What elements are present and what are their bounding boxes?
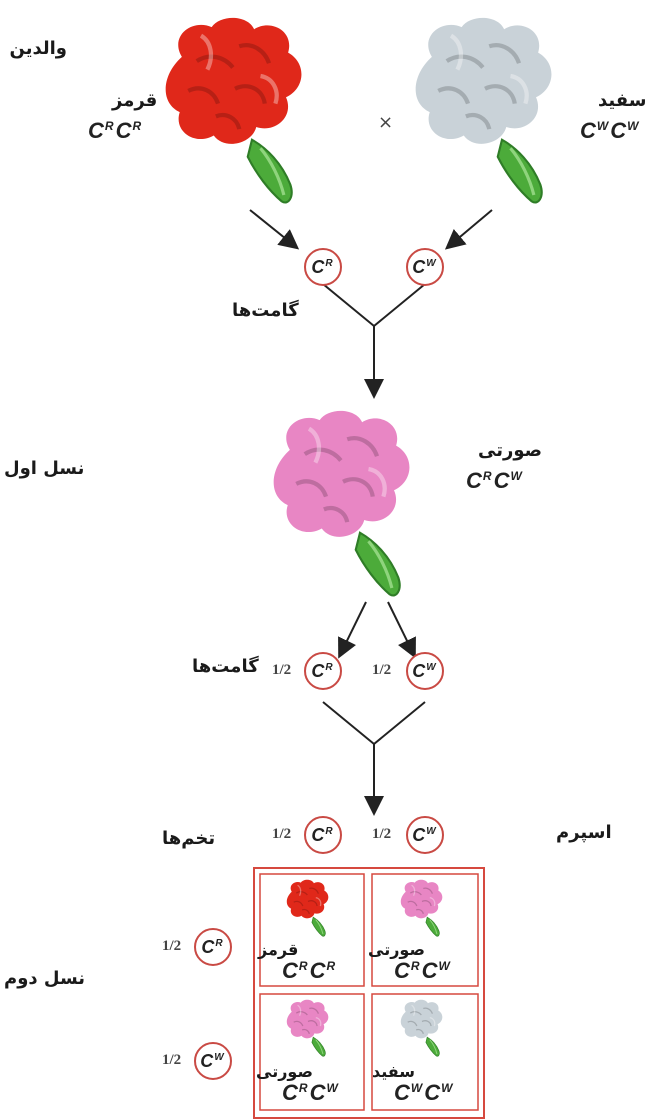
gamete-f1-cw: CW <box>406 652 444 690</box>
parents-label: والدین <box>10 38 67 59</box>
red-genotype: CRCR <box>88 118 143 144</box>
gamete-f1-cr: CR <box>304 652 342 690</box>
sperm-gamete-cw: CW <box>406 816 444 854</box>
cell-phenotype: صورتی <box>368 940 425 959</box>
cell-red-flower-icon <box>282 878 334 938</box>
egg-gamete-cr: CR <box>194 928 232 966</box>
cell-phenotype: قرمز <box>258 940 298 959</box>
cell-genotype: CRCR <box>282 958 337 984</box>
fraction-cw: 1/2 <box>372 662 391 679</box>
egg-fraction-r: 1/2 <box>162 938 181 955</box>
cell-genotype: CRCW <box>394 958 452 984</box>
red-flower-icon <box>150 10 320 210</box>
gamete-cw: CW <box>406 248 444 286</box>
sperm-label: اسپرم <box>556 822 612 843</box>
white-flower-icon <box>400 10 570 210</box>
sperm-gamete-cr: CR <box>304 816 342 854</box>
sperm-fraction-w: 1/2 <box>372 826 391 843</box>
gametes-label-2: گامت‌ها <box>192 656 259 677</box>
f1-phenotype: صورتی <box>478 440 542 461</box>
f1-genotype: CRCW <box>466 468 524 494</box>
pink-flower-icon <box>258 398 428 608</box>
fraction-cr: 1/2 <box>272 662 291 679</box>
cell-phenotype: سفید <box>372 1062 415 1081</box>
white-genotype: CWCW <box>580 118 640 144</box>
cross-symbol: × <box>378 112 393 133</box>
cell-genotype: CRCW <box>282 1080 340 1106</box>
cell-genotype: CWCW <box>394 1080 454 1106</box>
gamete-cr: CR <box>304 248 342 286</box>
sperm-fraction-r: 1/2 <box>272 826 291 843</box>
cell-pink-flower-icon <box>282 998 334 1058</box>
f2-label: نسل دوم <box>4 968 85 989</box>
eggs-label: تخم‌ها <box>162 828 215 849</box>
white-phenotype: سفید <box>598 90 646 111</box>
cell-white-flower-icon <box>396 998 448 1058</box>
cell-pink-flower-icon <box>396 878 448 938</box>
red-phenotype: قرمز <box>112 90 157 111</box>
egg-fraction-w: 1/2 <box>162 1052 181 1069</box>
cell-phenotype: صورتی <box>256 1062 313 1081</box>
gametes-label-1: گامت‌ها <box>232 300 299 321</box>
egg-gamete-cw: CW <box>194 1042 232 1080</box>
f1-label: نسل اول <box>4 458 84 479</box>
